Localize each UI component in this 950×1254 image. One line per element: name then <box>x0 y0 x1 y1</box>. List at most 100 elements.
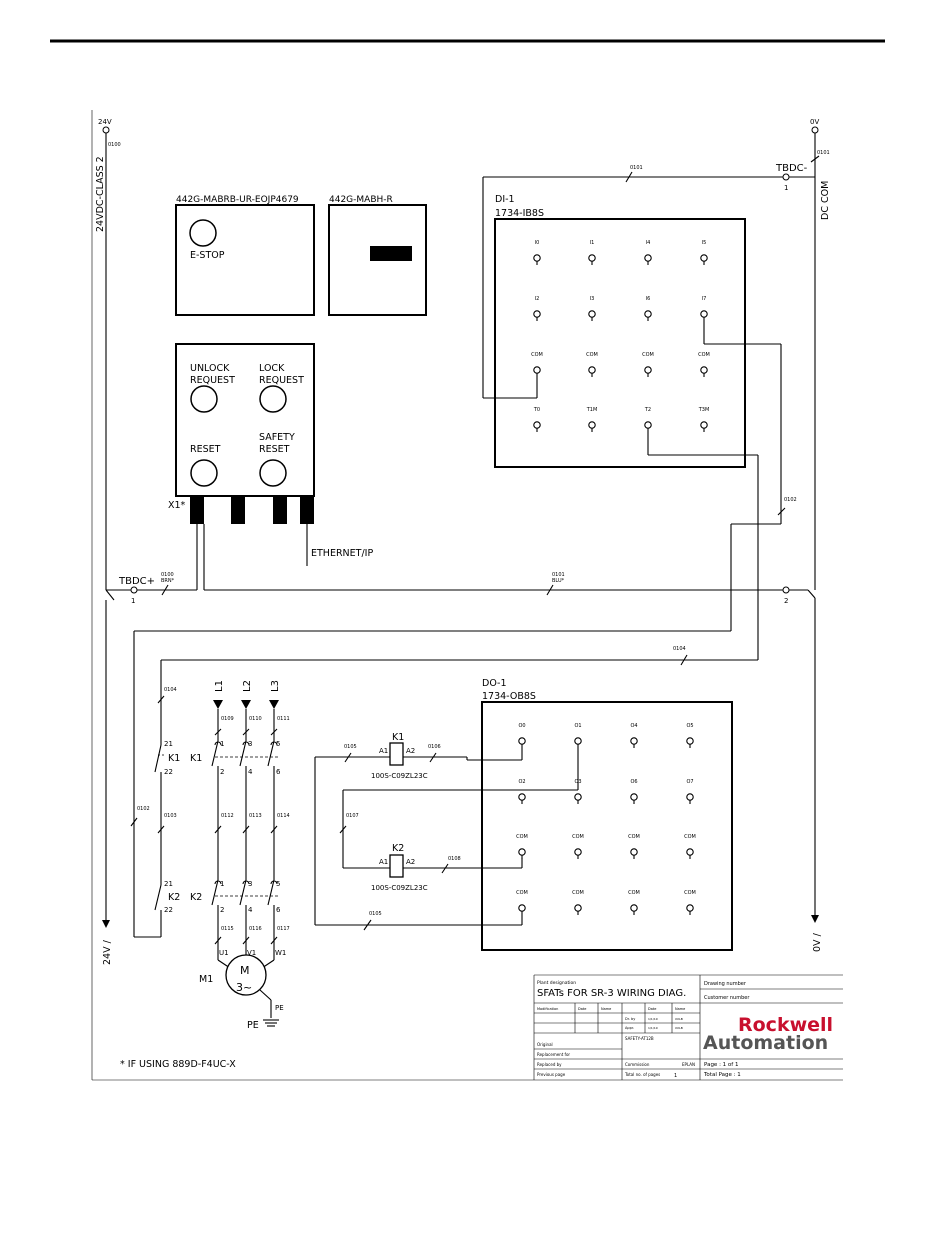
svg-text:E-STOP: E-STOP <box>190 250 225 261</box>
left-rail: 24V 0100 24VDC-CLASS 2 24V / <box>95 118 121 965</box>
terminal-label: O7 <box>686 779 693 785</box>
svg-text:Original: Original <box>537 1042 553 1047</box>
svg-text:3: 3 <box>248 880 252 888</box>
svg-text:4: 4 <box>248 906 253 914</box>
svg-text:SFATs FOR SR-3 WIRING DIAG.: SFATs FOR SR-3 WIRING DIAG. <box>537 988 686 999</box>
terminal-label: O4 <box>630 723 637 729</box>
estop-button-icon <box>189 219 217 247</box>
terminal-label: COM <box>684 890 696 896</box>
svg-text:3: 3 <box>248 740 252 748</box>
svg-text:1/1/19: 1/1/19 <box>648 1017 658 1021</box>
svg-text:0117: 0117 <box>277 926 290 932</box>
svg-text:1: 1 <box>131 597 135 605</box>
svg-text:0104: 0104 <box>673 646 686 652</box>
svg-text:L2: L2 <box>242 680 253 692</box>
terminal-point-icon <box>518 793 526 801</box>
terminal-point-icon <box>518 904 526 912</box>
svg-text:RESET: RESET <box>190 444 221 455</box>
svg-text:XXLB: XXLB <box>675 1017 683 1021</box>
svg-text:Replaced by: Replaced by <box>537 1062 562 1067</box>
terminal-point-icon <box>686 848 694 856</box>
svg-text:BLU*: BLU* <box>552 578 565 584</box>
terminal-label: I7 <box>702 296 707 302</box>
power-section: L1 L2 L3 0109 0110 0111 K1 1 3 5 2 4 6 0… <box>190 680 290 1031</box>
svg-text:Total no. of pages: Total no. of pages <box>624 1072 660 1077</box>
svg-text:BRN*: BRN* <box>161 578 175 584</box>
svg-text:L1: L1 <box>214 680 225 692</box>
terminal-point-icon <box>686 737 694 745</box>
svg-text:EPLAN: EPLAN <box>682 1062 695 1067</box>
svg-text:Customer number: Customer number <box>704 995 750 1001</box>
svg-text:Previous page: Previous page <box>537 1072 566 1077</box>
svg-text:PE: PE <box>247 1020 259 1031</box>
svg-text:1: 1 <box>784 184 788 192</box>
svg-text:0103: 0103 <box>164 813 177 819</box>
terminal-label: O6 <box>630 779 637 785</box>
terminal-label: COM <box>698 352 710 358</box>
terminal-point-icon <box>700 310 708 318</box>
svg-text:Commission: Commission <box>625 1062 650 1067</box>
svg-text:XXLB: XXLB <box>675 1026 683 1030</box>
svg-text:K2: K2 <box>392 843 404 854</box>
safety-reset-button-icon <box>259 459 287 487</box>
svg-text:TBDC+: TBDC+ <box>118 576 155 587</box>
svg-text:6: 6 <box>276 906 281 914</box>
mabh-device: 442G-MABH-R <box>328 195 427 316</box>
svg-text:6: 6 <box>276 768 281 776</box>
terminal-point-icon <box>630 737 638 745</box>
title-block: Plant designation SFATs FOR SR-3 WIRING … <box>533 974 843 1080</box>
svg-text:0107: 0107 <box>346 813 359 819</box>
terminal-label: COM <box>516 890 528 896</box>
svg-text:1/1/19: 1/1/19 <box>648 1026 658 1030</box>
svg-text:L3: L3 <box>270 680 281 692</box>
svg-text:TBDC-: TBDC- <box>775 163 808 174</box>
svg-text:A2: A2 <box>406 858 415 866</box>
connector-wires: 0100 BRN* 0101 BLU* 2 <box>137 524 808 605</box>
terminal-label: COM <box>628 890 640 896</box>
terminal-point-icon <box>644 310 652 318</box>
terminal-label: I2 <box>535 296 540 302</box>
terminal-point-icon <box>588 254 596 262</box>
motor-icon <box>225 954 267 996</box>
svg-text:DC COM: DC COM <box>820 181 831 220</box>
terminal-label: I1 <box>590 240 595 246</box>
terminal-label: T3M <box>698 407 710 413</box>
svg-text:0111: 0111 <box>277 716 290 722</box>
svg-text:1: 1 <box>220 880 224 888</box>
terminal-point-icon <box>518 737 526 745</box>
svg-text:1734-IB8S: 1734-IB8S <box>495 208 544 219</box>
svg-text:4: 4 <box>248 768 253 776</box>
svg-text:1734-OB8S: 1734-OB8S <box>482 691 536 702</box>
svg-text:Dr. by: Dr. by <box>625 1017 635 1021</box>
svg-text:Name: Name <box>675 1007 685 1011</box>
svg-text:K1: K1 <box>168 753 180 764</box>
svg-text:22: 22 <box>164 768 173 776</box>
reset-button-icon <box>190 459 218 487</box>
rockwell-logo-bottom: Automation <box>703 1032 828 1054</box>
coil-circuit: K1 A1 A2 100S-C09ZL23C 0105 0106 0105 01… <box>314 732 579 931</box>
svg-text:22: 22 <box>164 906 173 914</box>
svg-text:ETHERNET/IP: ETHERNET/IP <box>311 548 373 559</box>
svg-text:0116: 0116 <box>249 926 262 932</box>
terminal-label: O2 <box>518 779 525 785</box>
svg-text:21: 21 <box>164 740 173 748</box>
svg-text:24V /: 24V / <box>102 939 113 965</box>
terminal-label: COM <box>642 352 654 358</box>
terminal-point-icon <box>686 793 694 801</box>
terminal-label: O0 <box>518 723 525 729</box>
svg-text:K1: K1 <box>190 753 202 764</box>
estop-device: 442G-MABRB-UR-EOJP4679 E-STOP <box>175 195 315 316</box>
terminal-point-icon <box>574 904 582 912</box>
svg-text:0101: 0101 <box>552 572 565 578</box>
terminal-label: I5 <box>702 240 707 246</box>
svg-text:2: 2 <box>220 906 224 914</box>
svg-text:24V: 24V <box>98 118 112 126</box>
svg-text:0V /: 0V / <box>812 932 823 952</box>
terminal-point-icon <box>686 904 694 912</box>
terminal-point-icon <box>533 310 541 318</box>
svg-text:Date: Date <box>648 1007 656 1011</box>
